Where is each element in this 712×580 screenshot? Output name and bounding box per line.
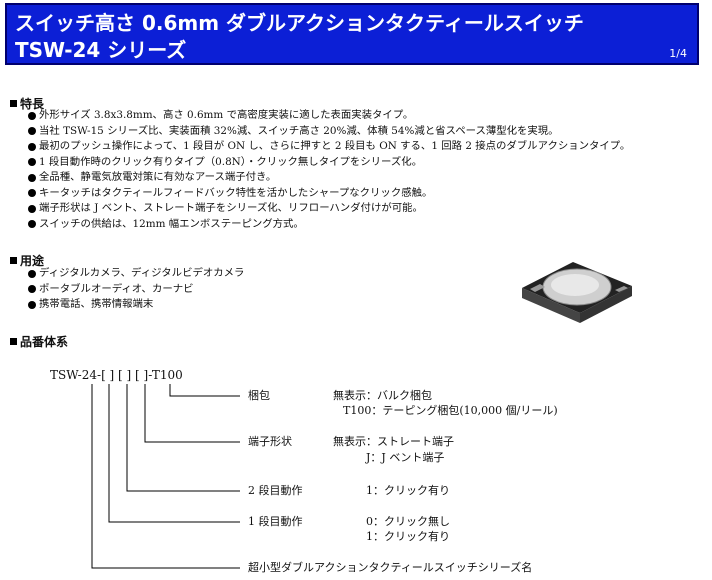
pn-value: ストレート端子 (377, 435, 454, 448)
list-item-text: 端子形状は J ベント、ストレート端子をシリーズ化、リフローハンダ付けが可能。 (39, 202, 423, 214)
pn-label-stage1: 1 段目動作 (248, 515, 303, 528)
pn-key-7: 1：クリック有り (366, 530, 450, 544)
list-item-text: 外形サイズ 3.8x3.8mm、高さ 0.6mm で高密度実装に適した表面実装タ… (39, 109, 414, 121)
tree-line-stage1 (108, 384, 240, 523)
features-heading: 特長 (10, 95, 44, 112)
pn-value: J ベント端子 (381, 451, 445, 464)
part-number-heading: 品番体系 (10, 333, 68, 350)
list-item: スイッチの供給は、12mm 幅エンボステーピング方式。 (28, 217, 630, 233)
list-item-text: 当社 TSW-15 シリーズ比、実装面積 32%減、スイッチ高さ 20%減、体積… (39, 124, 559, 137)
part-number-code: TSW-24-[ ] [ ] [ ]-T100 (50, 368, 183, 382)
pn-key-5: 1：クリック有り (366, 484, 450, 498)
list-item: 1 段目動作時のクリック有りタイプ（0.8N）・クリック無しタイプをシリーズ化。 (28, 155, 630, 171)
tree-line-stage2 (126, 384, 240, 492)
series-title: TSW-24 シリーズ (15, 38, 187, 62)
list-item: 全品種、静電気放電対策に有効なアース端子付き。 (28, 170, 630, 186)
pn-key: 1： (366, 484, 384, 497)
bullet-icon (28, 142, 36, 151)
tree-line-terminal (144, 384, 240, 443)
square-bullet-icon (10, 257, 17, 264)
list-item: ディジタルカメラ、ディジタルビデオカメラ (28, 266, 244, 282)
tree-line-series (91, 384, 240, 569)
list-item: 携帯電話、携帯情報端末 (28, 297, 244, 313)
list-item: 当社 TSW-15 シリーズ比、実装面積 32%減、スイッチ高さ 20%減、体積… (28, 124, 630, 140)
list-item: 最初のプッシュ操作によって、1 段目が ON し、さらに押すと 2 段目も ON… (28, 139, 630, 155)
pn-key: 無表示： (333, 389, 377, 402)
pn-value: クリック無し (384, 515, 450, 528)
list-item-text: キータッチはタクティールフィードバック特性を活かしたシャープなクリック感触。 (39, 186, 433, 199)
tree-line-packaging (169, 384, 240, 397)
list-item: キータッチはタクティールフィードバック特性を活かしたシャープなクリック感触。 (28, 186, 630, 202)
list-item-text: スイッチの供給は、12mm 幅エンボステーピング方式。 (39, 217, 304, 230)
list-item-text: ポータブルオーディオ、カーナビ (39, 282, 194, 295)
applications-list: ディジタルカメラ、ディジタルビデオカメラポータブルオーディオ、カーナビ携帯電話、… (28, 266, 244, 313)
pn-key: 1： (366, 530, 384, 543)
pn-value: クリック有り (384, 530, 450, 543)
pn-key: 0： (366, 515, 384, 528)
list-item: 端子形状は J ベント、ストレート端子をシリーズ化、リフローハンダ付けが可能。 (28, 201, 630, 217)
bullet-icon (28, 189, 36, 198)
list-item: 外形サイズ 3.8x3.8mm、高さ 0.6mm で高密度実装に適した表面実装タ… (28, 108, 630, 124)
bullet-icon (28, 173, 36, 182)
pn-series-name: 超小型ダブルアクションタクティールスイッチシリーズ名 (248, 561, 533, 574)
pn-key-1: 無表示：バルク梱包 (333, 389, 432, 403)
pn-value: クリック有り (384, 484, 450, 497)
pn-label-packaging: 梱包 (248, 389, 270, 402)
pn-key-3: 無表示：ストレート端子 (333, 435, 454, 449)
applications-heading-text: 用途 (20, 254, 45, 268)
list-item-text: 全品種、静電気放電対策に有効なアース端子付き。 (39, 171, 277, 183)
bullet-icon (28, 127, 36, 136)
bullet-icon (28, 158, 36, 167)
title-banner: スイッチ高さ 0.6mm ダブルアクションタクティールスイッチ TSW-24 シ… (5, 3, 699, 65)
square-bullet-icon (10, 100, 17, 107)
bullet-icon (28, 285, 36, 294)
pn-label-terminal: 端子形状 (248, 435, 292, 448)
list-item: ポータブルオーディオ、カーナビ (28, 282, 244, 298)
list-item-text: 最初のプッシュ操作によって、1 段目が ON し、さらに押すと 2 段目も ON… (39, 140, 631, 152)
pn-key-6: 0：クリック無し (366, 515, 450, 529)
pn-key-2: T100：テーピング梱包(10,000 個/リール) (343, 404, 558, 418)
pn-key: J： (366, 451, 382, 464)
page-number: 1/4 (669, 47, 687, 60)
square-bullet-icon (10, 338, 17, 345)
pn-key-4: J：J ベント端子 (366, 451, 444, 465)
applications-heading: 用途 (10, 252, 44, 269)
list-item-text: 1 段目動作時のクリック有りタイプ（0.8N）・クリック無しタイプをシリーズ化。 (39, 155, 423, 168)
pn-value: テーピング梱包(10,000 個/リール) (382, 404, 558, 417)
bullet-icon (28, 220, 36, 229)
pn-label-stage2: 2 段目動作 (248, 484, 303, 497)
bullet-icon (28, 204, 36, 213)
list-item-text: 携帯電話、携帯情報端末 (39, 298, 154, 310)
list-item-text: ディジタルカメラ、ディジタルビデオカメラ (39, 267, 245, 279)
bullet-icon (28, 111, 36, 120)
features-list: 外形サイズ 3.8x3.8mm、高さ 0.6mm で高密度実装に適した表面実装タ… (28, 108, 630, 232)
pn-key: 無表示： (333, 435, 377, 448)
pn-value: バルク梱包 (377, 389, 432, 402)
page-title: スイッチ高さ 0.6mm ダブルアクションタクティールスイッチ (15, 11, 584, 35)
bullet-icon (28, 269, 36, 278)
part-number-heading-text: 品番体系 (20, 335, 69, 349)
bullet-icon (28, 300, 36, 309)
pn-key: T100： (343, 404, 383, 417)
features-heading-text: 特長 (20, 97, 45, 111)
